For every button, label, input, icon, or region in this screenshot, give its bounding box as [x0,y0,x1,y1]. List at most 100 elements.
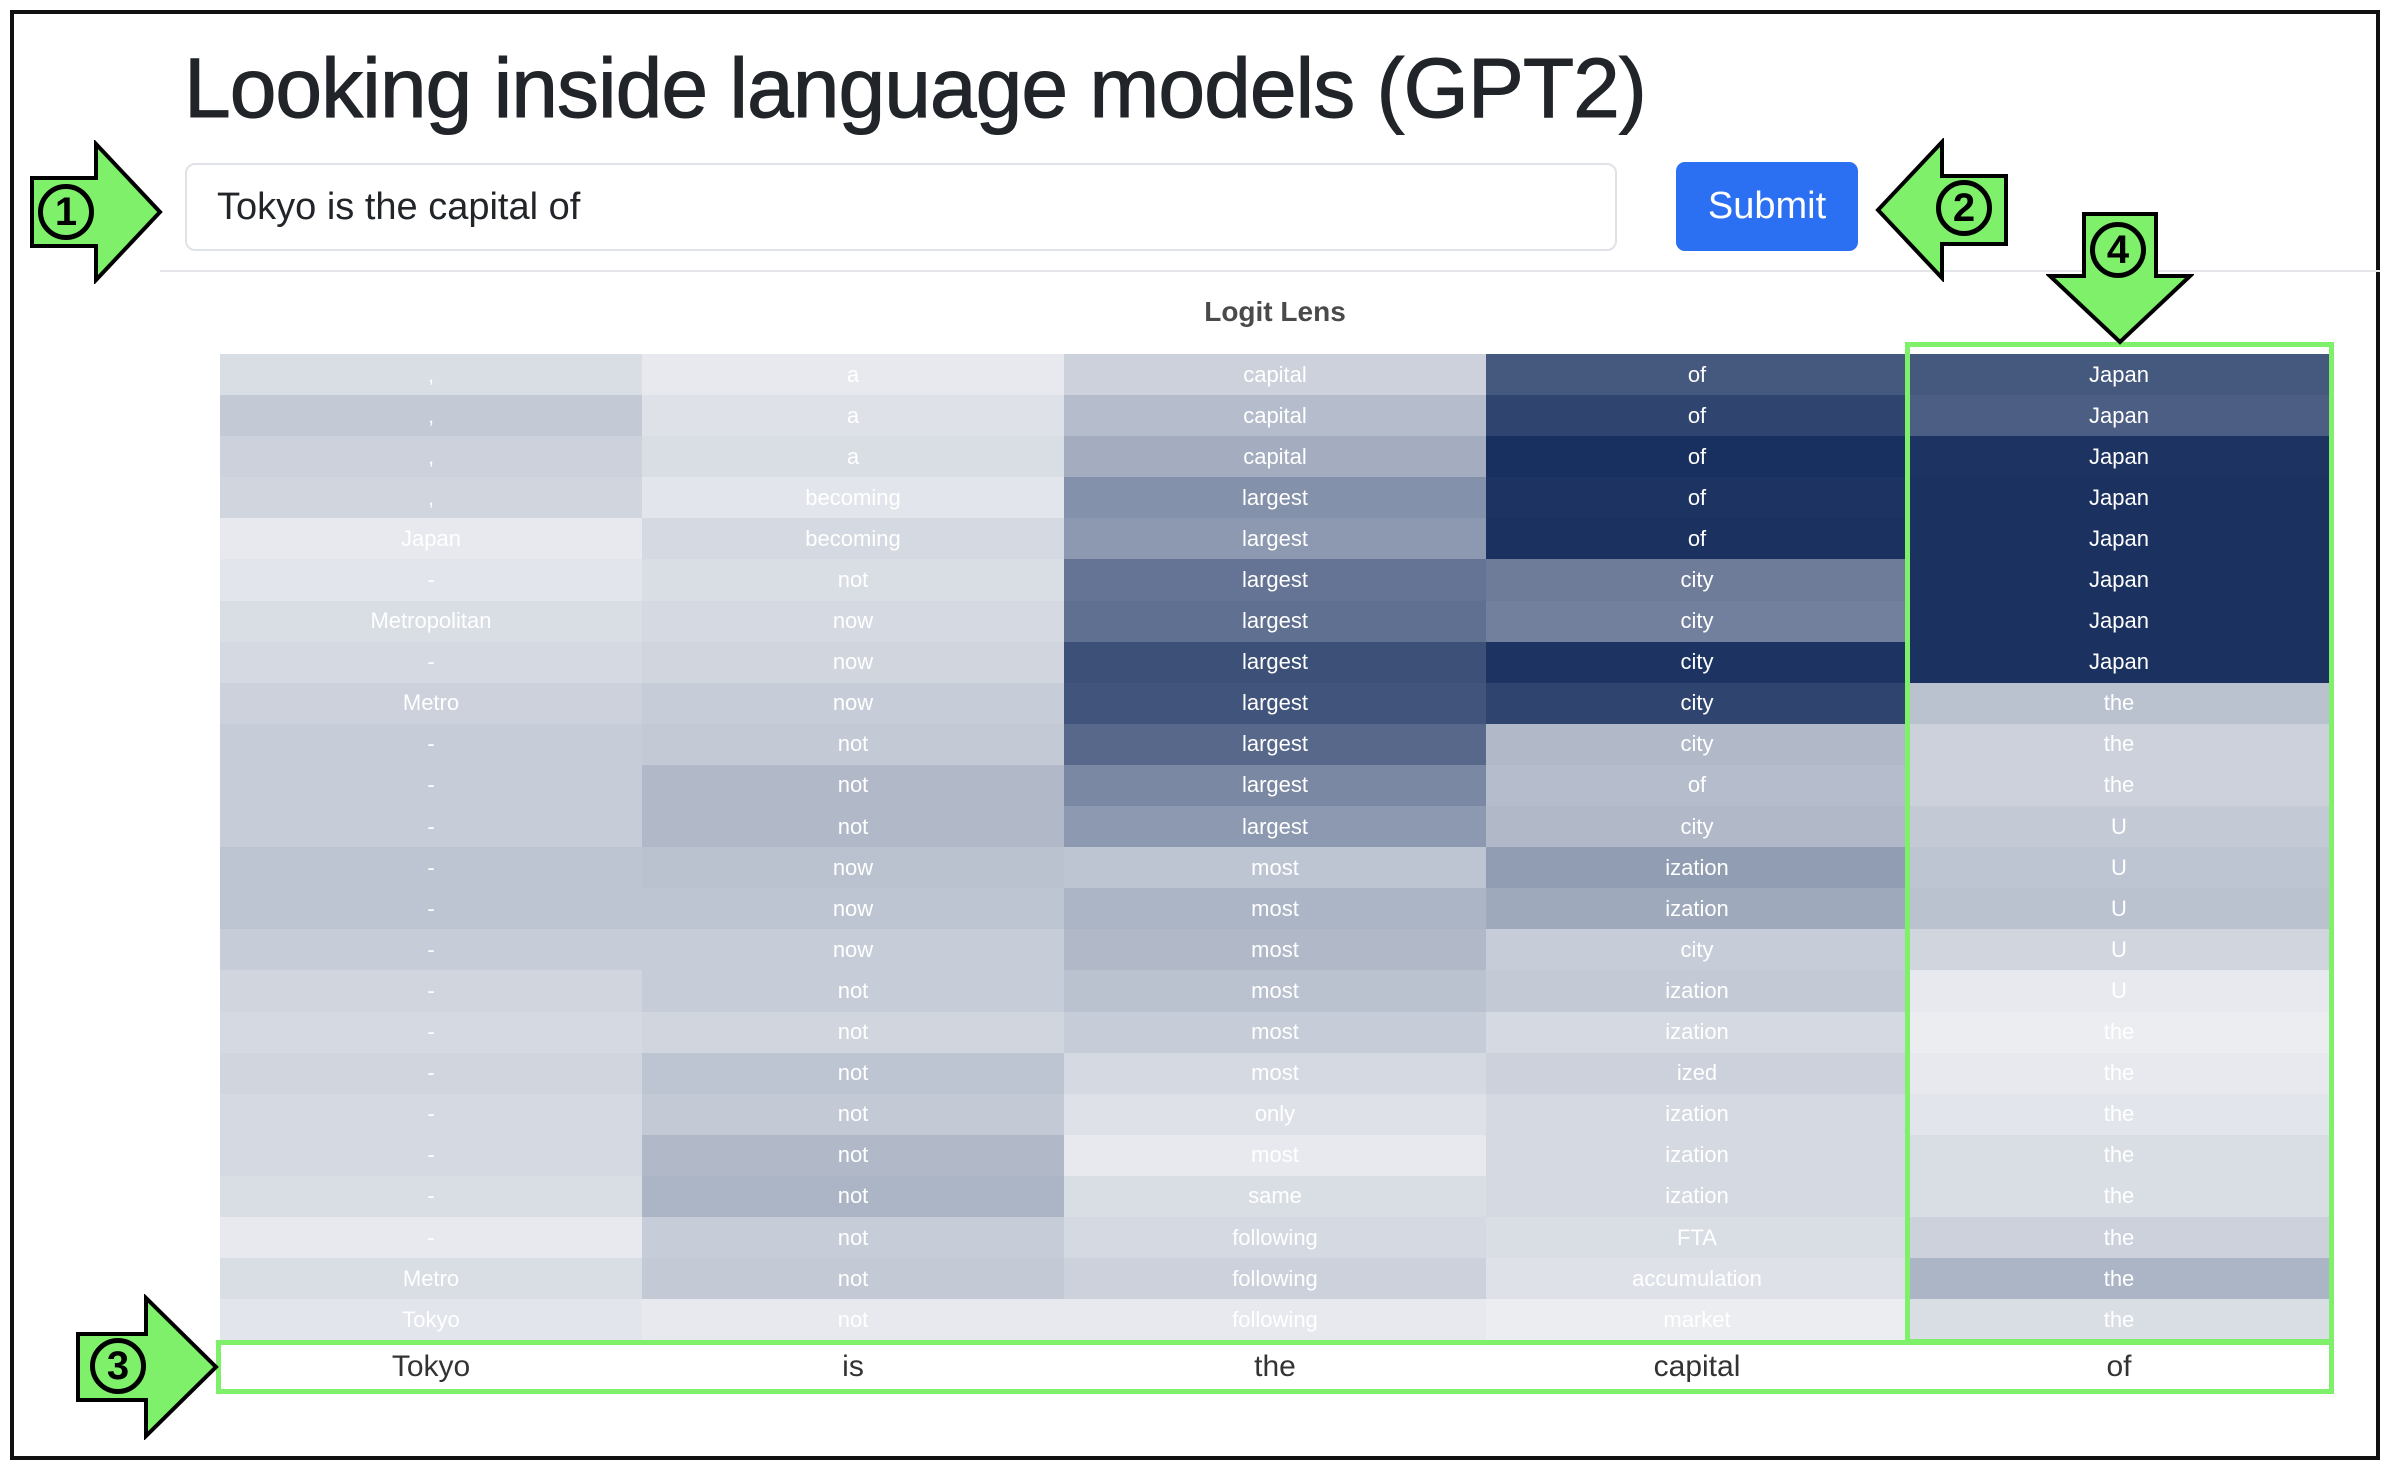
heatmap-cell: not [642,1216,1064,1259]
heatmap-cell: ization [1486,1093,1908,1135]
heatmap-cell: ization [1486,1175,1908,1217]
heatmap-cell: largest [1064,682,1486,724]
heatmap-cell: Japan [1908,354,2330,396]
annotation-number-3: 3 [90,1338,146,1394]
input-token: of [2106,1350,2132,1383]
heatmap-cell: - [220,1093,642,1135]
heatmap-cell: ization [1486,847,1908,889]
input-token: the [1254,1350,1296,1383]
input-token: capital [1653,1350,1741,1383]
heatmap-cell: U [1908,806,2330,848]
heatmap-cell: city [1486,600,1908,642]
heatmap-cell: not [642,1011,1064,1053]
heatmap-cell: becoming [642,518,1064,560]
input-token: is [842,1350,864,1383]
annotation-arrow-1 [30,140,163,284]
heatmap-cell: , [220,354,642,396]
heatmap-cell: now [642,641,1064,683]
heatmap-cell: now [642,682,1064,724]
heatmap-cell: most [1064,1052,1486,1094]
heatmap-cell: not [642,1175,1064,1217]
heatmap-cell: - [220,970,642,1012]
heatmap-cell: largest [1064,806,1486,848]
heatmap-cell: the [1908,682,2330,724]
divider [160,270,2380,272]
heatmap-cell: the [1908,1134,2330,1176]
heatmap-cell: Japan [1908,559,2330,601]
heatmap-cell: - [220,764,642,807]
heatmap-cell: not [642,764,1064,807]
prompt-input[interactable] [185,163,1617,251]
heatmap-cell: , [220,477,642,519]
heatmap-cell: capital [1064,395,1486,437]
heatmap-cell: Japan [1908,518,2330,560]
heatmap-cell: city [1486,641,1908,683]
heatmap-cell: city [1486,682,1908,724]
heatmap-title: Logit Lens [1204,296,1346,327]
heatmap-cell: largest [1064,600,1486,642]
heatmap-cell: now [642,847,1064,889]
heatmap-cell: most [1064,1011,1486,1053]
heatmap-cell: - [220,559,642,601]
heatmap-cell: not [642,1299,1064,1341]
heatmap-cell: most [1064,888,1486,930]
annotation-number-4: 4 [2090,222,2146,278]
heatmap-cell: becoming [642,477,1064,519]
heatmap-cell: largest [1064,477,1486,519]
heatmap-cell: U [1908,847,2330,889]
heatmap-cell: FTA [1486,1216,1908,1259]
heatmap-cell: - [220,1011,642,1053]
heatmap-cell: the [1908,1299,2330,1341]
heatmap-cell: Japan [1908,641,2330,683]
heatmap-cell: a [642,395,1064,437]
heatmap-cell: the [1908,723,2330,765]
heatmap-cell: Japan [1908,600,2330,642]
heatmap-cell: the [1908,1052,2330,1094]
heatmap-cell: of [1486,395,1908,437]
heatmap-cell: market [1486,1299,1908,1341]
heatmap-cell: U [1908,888,2330,930]
heatmap-cell: ization [1486,970,1908,1012]
heatmap-cell: of [1486,518,1908,560]
input-token: Tokyo [391,1350,471,1383]
heatmap-cell: the [1908,1175,2330,1217]
heatmap-cell: only [1064,1093,1486,1135]
heatmap-cell: - [220,1052,642,1094]
heatmap-cell: most [1064,970,1486,1012]
heatmap-cell: - [220,1134,642,1176]
heatmap-cell: - [220,806,642,848]
heatmap-cell: - [220,1216,642,1259]
heatmap-cell: the [1908,1011,2330,1053]
heatmap-cell: following [1064,1299,1486,1341]
heatmap-cell: capital [1064,436,1486,478]
heatmap-cell: most [1064,847,1486,889]
annotation-box-last-column [1905,342,2334,1344]
heatmap-cell: city [1486,559,1908,601]
heatmap-cell: following [1064,1258,1486,1300]
heatmap-cell: a [642,354,1064,396]
heatmap-cell: - [220,1175,642,1217]
heatmap-cell: - [220,888,642,930]
submit-button[interactable]: Submit [1676,162,1858,251]
heatmap-cell: ization [1486,888,1908,930]
heatmap-cell: largest [1064,723,1486,765]
heatmap-cell: now [642,888,1064,930]
heatmap-cell: largest [1064,764,1486,807]
heatmap-cell: most [1064,929,1486,971]
heatmap-cell: the [1908,764,2330,807]
